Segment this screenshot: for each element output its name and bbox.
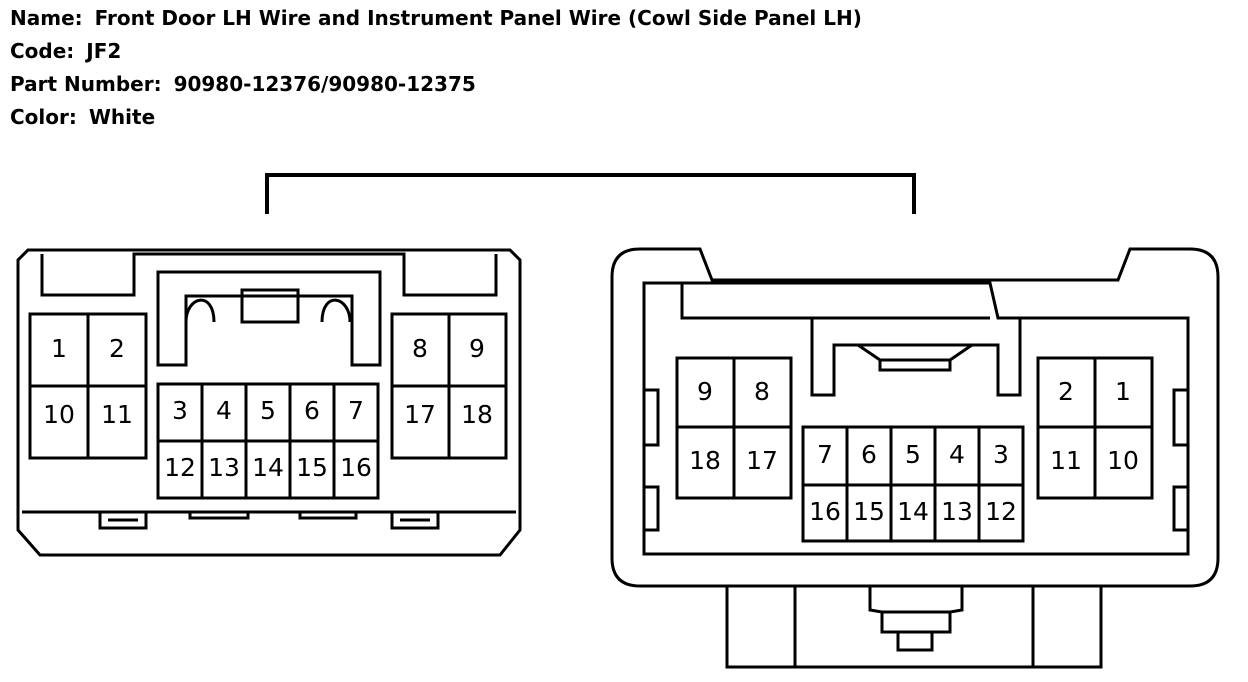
left-connector-lock-frame xyxy=(156,270,382,367)
right-connector xyxy=(610,247,1220,669)
right-pin-11: 11 xyxy=(1050,446,1082,475)
right-connector-bottom-boss xyxy=(725,586,1103,669)
left-pin-8: 8 xyxy=(412,334,428,363)
right-pin-5: 5 xyxy=(905,440,921,469)
right-pin-4: 4 xyxy=(949,440,965,469)
code-value: JF2 xyxy=(86,39,122,63)
left-pin-10: 10 xyxy=(43,400,75,429)
left-connector xyxy=(16,248,522,557)
right-pin-9: 9 xyxy=(697,377,713,406)
part-number-value: 90980-12376/90980-12375 xyxy=(173,72,476,96)
name-line: Name: Front Door LH Wire and Instrument P… xyxy=(10,2,862,35)
left-pin-12: 12 xyxy=(164,453,196,482)
left-connector-bottom-keys xyxy=(98,512,440,530)
name-value: Front Door LH Wire and Instrument Panel … xyxy=(94,6,862,30)
right-connector-outline xyxy=(610,247,1220,588)
right-pin-10: 10 xyxy=(1107,446,1139,475)
mating-bracket xyxy=(265,173,916,214)
left-pin-11: 11 xyxy=(101,400,133,429)
right-pin-18: 18 xyxy=(689,446,721,475)
right-pin-16: 16 xyxy=(809,497,841,526)
left-connector-outline xyxy=(16,248,522,557)
left-pin-7: 7 xyxy=(348,396,364,425)
left-pin-2: 2 xyxy=(109,334,125,363)
left-pin-5: 5 xyxy=(260,396,276,425)
right-pin-17: 17 xyxy=(746,446,778,475)
part-number-label: Part Number: xyxy=(10,72,162,96)
right-pin-6: 6 xyxy=(861,440,877,469)
code-label: Code: xyxy=(10,39,75,63)
color-line: Color: White xyxy=(10,101,862,134)
name-label: Name: xyxy=(10,6,83,30)
left-pin-18: 18 xyxy=(461,400,493,429)
code-line: Code: JF2 xyxy=(10,35,862,68)
left-pin-16: 16 xyxy=(340,453,372,482)
left-connector-lock-hook-left xyxy=(184,298,216,323)
right-connector-lock-frame xyxy=(810,318,1022,397)
right-connector-inner xyxy=(642,281,1190,556)
right-connector-side-keys xyxy=(644,388,1188,532)
left-pin-3: 3 xyxy=(172,396,188,425)
left-connector-lock-hook-right xyxy=(320,298,352,323)
right-pin-8: 8 xyxy=(754,377,770,406)
left-pin-14: 14 xyxy=(252,453,284,482)
part-number-line: Part Number: 90980-12376/90980-12375 xyxy=(10,68,862,101)
right-pin-15: 15 xyxy=(853,497,885,526)
right-connector-lock-tab xyxy=(857,343,973,372)
color-value: White xyxy=(88,105,156,129)
color-label: Color: xyxy=(10,105,77,129)
left-pin-17: 17 xyxy=(404,400,436,429)
right-pin-3: 3 xyxy=(993,440,1009,469)
right-pin-7: 7 xyxy=(817,440,833,469)
right-connector-upper-inner xyxy=(680,283,990,320)
left-connector-top-inner xyxy=(40,252,498,297)
right-pin-13: 13 xyxy=(941,497,973,526)
left-pin-4: 4 xyxy=(216,396,232,425)
right-pin-12: 12 xyxy=(985,497,1017,526)
connector-info: Name: Front Door LH Wire and Instrument P… xyxy=(10,2,862,134)
right-pin-1: 1 xyxy=(1115,377,1131,406)
left-pin-9: 9 xyxy=(469,334,485,363)
left-connector-lock-tab xyxy=(240,288,300,324)
left-pin-15: 15 xyxy=(296,453,328,482)
left-pin-1: 1 xyxy=(51,334,67,363)
right-pin-2: 2 xyxy=(1058,377,1074,406)
left-pin-13: 13 xyxy=(208,453,240,482)
right-pin-14: 14 xyxy=(897,497,929,526)
left-pin-6: 6 xyxy=(304,396,320,425)
